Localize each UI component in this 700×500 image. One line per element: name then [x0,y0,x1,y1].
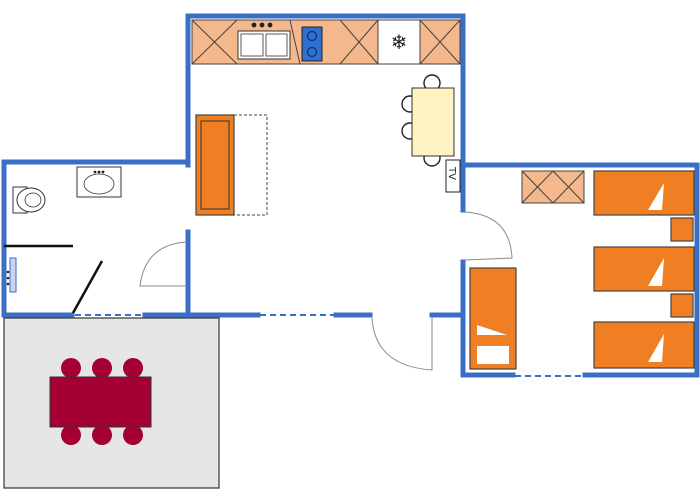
freezer-symbol: ❄ [391,30,408,54]
dining-table [49,376,152,428]
kitchen-counter: ❄ [191,19,461,65]
nightstands [670,217,694,318]
bed-3 [593,321,695,369]
windows [75,314,583,377]
tv-label: TV [446,166,457,180]
bed-2 [593,246,695,292]
sofa-bed [195,114,268,216]
walls [1,13,700,378]
bed-4 [469,267,517,370]
bedroom-furniture [469,170,695,370]
toilet-icon [12,186,46,214]
kitchen-table [411,87,455,157]
sink-icon [237,22,291,60]
dresser [521,170,585,204]
freezer-icon: ❄ [377,19,421,65]
dining-set [49,358,152,445]
doors [139,211,513,371]
tv-unit: TV [445,159,461,193]
bathroom-fixtures [4,166,122,314]
stove-icon [301,26,323,62]
washbasin-icon [76,166,122,198]
bed-1 [593,170,695,216]
shower-icon [4,244,104,314]
kitchen-table-chairs [401,74,455,167]
